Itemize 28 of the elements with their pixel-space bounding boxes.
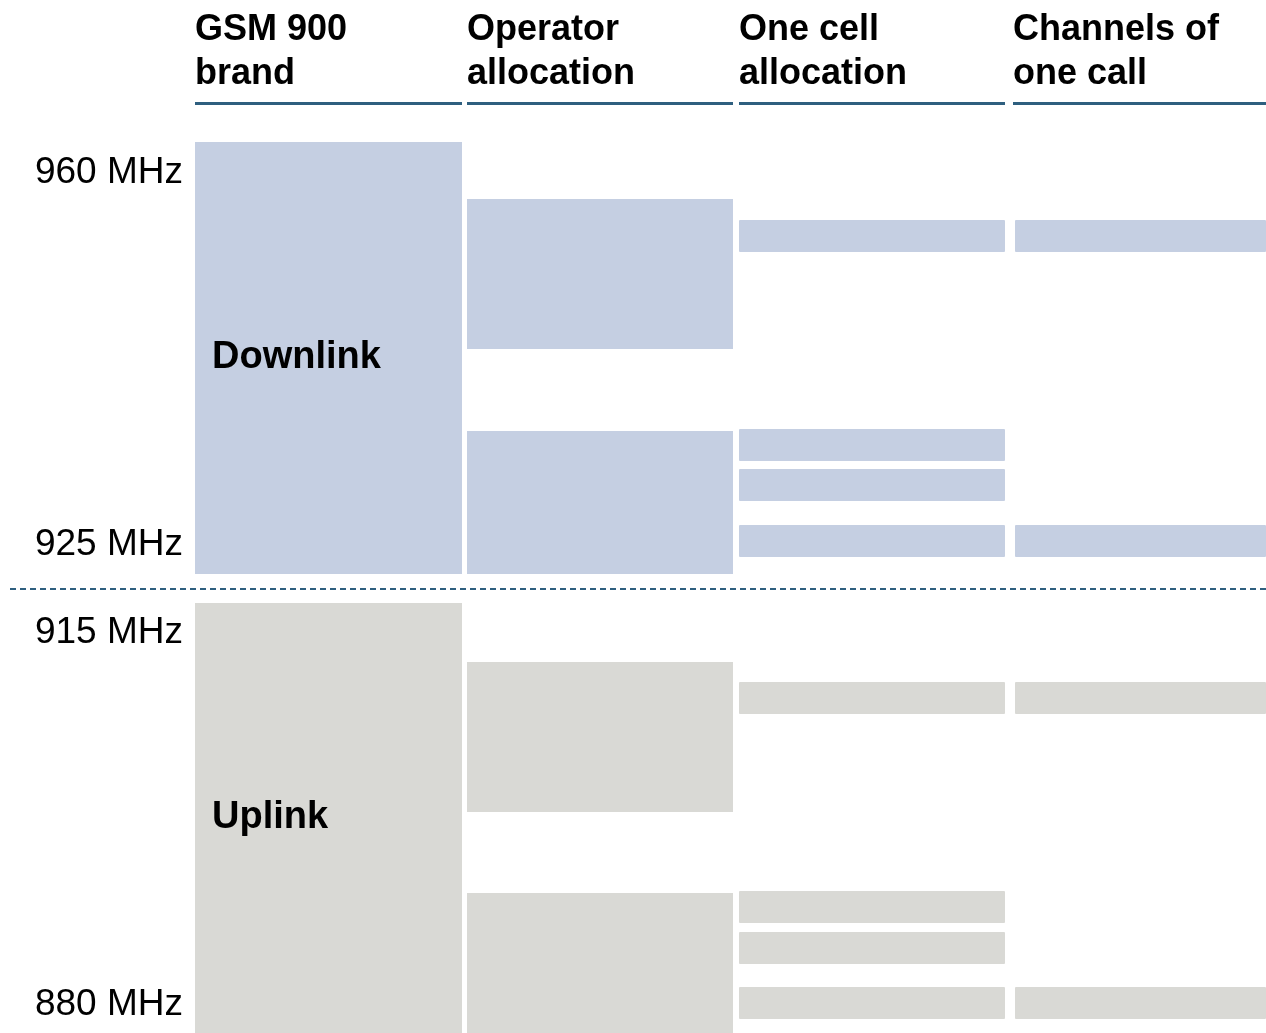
- allocation-block: [467, 199, 733, 349]
- band-label: Downlink: [212, 334, 381, 377]
- channel-bar: [1015, 220, 1266, 252]
- allocation-block: [467, 431, 733, 574]
- channel-bar: [739, 469, 1005, 501]
- column-heading: GSM 900 brand: [195, 6, 462, 105]
- frequency-label: 880 MHz: [33, 982, 183, 1024]
- band-label: Uplink: [212, 794, 329, 837]
- allocation-block: [467, 893, 733, 1033]
- channel-bar: [1015, 682, 1266, 714]
- channel-bar: [739, 220, 1005, 252]
- channel-bar: [739, 525, 1005, 557]
- channel-bar: [739, 891, 1005, 923]
- channel-bar: [739, 987, 1005, 1019]
- frequency-label: 925 MHz: [33, 522, 183, 564]
- channel-bar: [1015, 525, 1266, 557]
- band-block: [195, 603, 462, 1033]
- channel-bar: [739, 932, 1005, 964]
- channel-bar: [1015, 987, 1266, 1019]
- frequency-label: 960 MHz: [33, 150, 183, 192]
- channel-bar: [739, 429, 1005, 461]
- column-heading: Operator allocation: [467, 6, 733, 105]
- column-heading: One cell allocation: [739, 6, 1005, 105]
- frequency-label: 915 MHz: [33, 610, 183, 652]
- allocation-block: [467, 662, 733, 812]
- band-block: [195, 142, 462, 574]
- channel-bar: [739, 682, 1005, 714]
- column-heading: Channels of one call: [1013, 6, 1266, 105]
